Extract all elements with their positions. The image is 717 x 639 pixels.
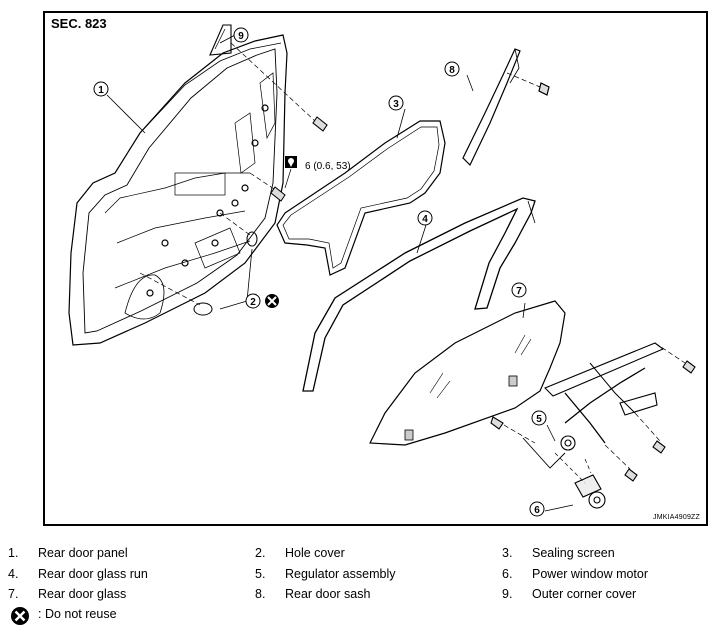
bolt bbox=[249, 172, 286, 202]
callout-6: 6 bbox=[529, 501, 545, 517]
svg-text:3: 3 bbox=[393, 99, 399, 110]
outer-corner-cover bbox=[209, 24, 328, 132]
legend-num: 2. bbox=[255, 546, 266, 560]
legend-label: Rear door glass bbox=[38, 587, 127, 601]
do-not-reuse-icon bbox=[265, 294, 279, 308]
legend-num: 4. bbox=[8, 567, 19, 581]
callout-2: 2 bbox=[245, 293, 261, 309]
legend-num: 6. bbox=[502, 567, 513, 581]
callout-8: 8 bbox=[444, 61, 460, 77]
legend-num: 5. bbox=[255, 567, 266, 581]
legend-label: Sealing screen bbox=[532, 546, 615, 560]
diagram-drawing: 1 2 3 4 5 6 7 8 bbox=[68, 24, 696, 517]
figure-code: JMKIA4909ZZ bbox=[653, 514, 700, 521]
legend-label: Rear door glass run bbox=[38, 567, 148, 581]
legend-label: Power window motor bbox=[532, 567, 649, 581]
legend-label: Regulator assembly bbox=[285, 567, 396, 581]
regulator-assembly bbox=[490, 342, 696, 482]
callout-1: 1 bbox=[93, 81, 109, 97]
section-code: SEC. 823 bbox=[51, 16, 107, 31]
callout-7: 7 bbox=[511, 282, 527, 298]
svg-text:6: 6 bbox=[534, 505, 540, 516]
power-window-motor bbox=[554, 452, 606, 509]
legend-label: Hole cover bbox=[285, 546, 345, 560]
callout-3: 3 bbox=[388, 95, 404, 111]
sealing-screen bbox=[276, 120, 446, 276]
callout-4: 4 bbox=[417, 210, 433, 226]
rear-door-sash bbox=[462, 48, 550, 167]
exploded-diagram: SEC. 823 bbox=[43, 11, 708, 526]
leader-lines bbox=[106, 34, 574, 512]
torque-spec: 6 (0.6, 53) bbox=[305, 161, 351, 172]
legend-num: 3. bbox=[502, 546, 513, 560]
hole-cover bbox=[139, 212, 258, 316]
rear-door-glass-run bbox=[302, 197, 536, 392]
legend-num: 9. bbox=[502, 587, 513, 601]
svg-text:4: 4 bbox=[422, 214, 428, 225]
legend-num: 7. bbox=[8, 587, 19, 601]
svg-text:2: 2 bbox=[250, 297, 256, 308]
svg-text:5: 5 bbox=[536, 414, 542, 425]
svg-text:8: 8 bbox=[449, 65, 455, 76]
legend-label: Outer corner cover bbox=[532, 587, 637, 601]
svg-text:9: 9 bbox=[238, 31, 244, 42]
svg-text:7: 7 bbox=[516, 286, 522, 297]
callout-9: 9 bbox=[233, 27, 249, 43]
rear-door-glass bbox=[369, 300, 566, 446]
legend-num: 8. bbox=[255, 587, 266, 601]
rear-door-panel bbox=[68, 34, 288, 346]
callout-5: 5 bbox=[531, 410, 547, 426]
torque-wrench-icon bbox=[284, 156, 297, 189]
legend-label: Rear door panel bbox=[38, 546, 128, 560]
legend-label: Rear door sash bbox=[285, 587, 371, 601]
do-not-reuse-label: : Do not reuse bbox=[38, 607, 117, 621]
legend-num: 1. bbox=[8, 546, 19, 560]
do-not-reuse-icon bbox=[11, 607, 29, 625]
do-not-reuse-note: : Do not reuse bbox=[8, 606, 208, 626]
svg-text:1: 1 bbox=[98, 85, 104, 96]
